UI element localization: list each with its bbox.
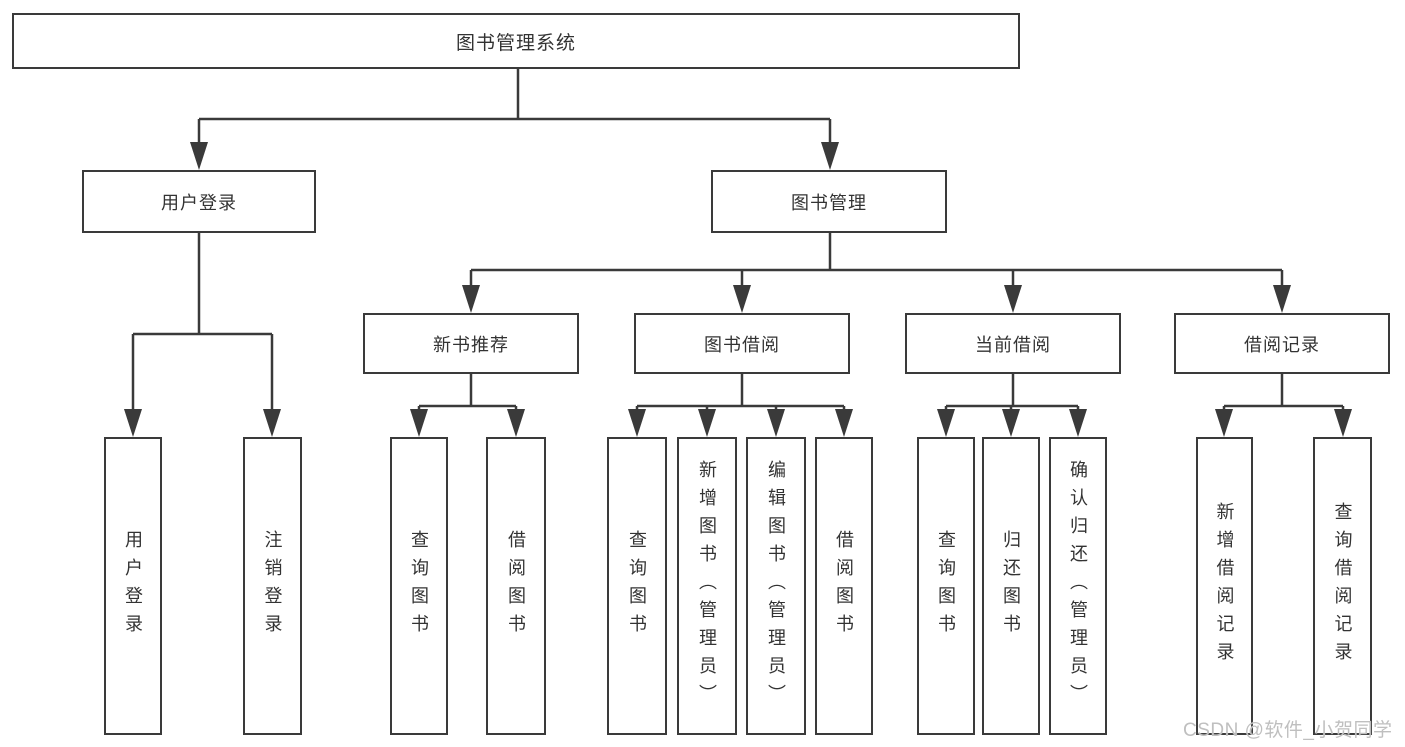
node-label: 图书借阅: [704, 334, 780, 355]
node-new-book-recommendation: 新书推荐: [363, 313, 579, 374]
node-label: 借阅图书: [834, 530, 854, 642]
node-label: 当前借阅: [975, 334, 1051, 355]
node-label: 图书管理: [791, 192, 867, 213]
node-label: 新增图书（管理员）: [697, 460, 717, 712]
node-label: 借阅图书: [506, 530, 526, 642]
csdn-watermark: CSDN @软件_小贺同学: [1183, 720, 1393, 741]
node-label: 借阅记录: [1244, 334, 1320, 355]
leaf-confirm-return-admin: 确认归还（管理员）: [1049, 437, 1107, 735]
node-library-management-system: 图书管理系统: [12, 13, 1020, 69]
leaf-query-borrow-record: 查询借阅记录: [1313, 437, 1372, 735]
node-label: 新增借阅记录: [1214, 502, 1235, 670]
node-label: 编辑图书（管理员）: [766, 460, 786, 712]
node-label: 查询图书: [936, 530, 956, 642]
node-label: 图书管理系统: [455, 32, 576, 54]
leaf-borrow-books-recommend: 借阅图书: [486, 437, 546, 735]
node-book-borrowing: 图书借阅: [634, 313, 850, 374]
node-label: 新书推荐: [433, 334, 509, 355]
node-label: 归还图书: [1001, 530, 1021, 642]
leaf-borrow-books: 借阅图书: [815, 437, 873, 735]
leaf-query-books-current: 查询图书: [917, 437, 975, 735]
leaf-logout: 注销登录: [243, 437, 302, 735]
node-label: 注销登录: [262, 530, 283, 642]
leaf-add-borrow-record: 新增借阅记录: [1196, 437, 1253, 735]
leaf-query-books-recommend: 查询图书: [390, 437, 448, 735]
leaf-add-book-admin: 新增图书（管理员）: [677, 437, 737, 735]
node-label: 用户登录: [123, 530, 143, 642]
node-label: 查询借阅记录: [1332, 502, 1353, 670]
leaf-user-login: 用户登录: [104, 437, 162, 735]
node-label: 用户登录: [161, 192, 237, 213]
leaf-return-book: 归还图书: [982, 437, 1040, 735]
node-borrowing-records: 借阅记录: [1174, 313, 1390, 374]
node-user-login: 用户登录: [82, 170, 316, 233]
node-label: 确认归还（管理员）: [1068, 460, 1088, 712]
leaf-edit-book-admin: 编辑图书（管理员）: [746, 437, 806, 735]
node-current-borrowing: 当前借阅: [905, 313, 1121, 374]
leaf-query-books-borrowing: 查询图书: [607, 437, 667, 735]
node-label: 查询图书: [627, 530, 647, 642]
node-label: 查询图书: [409, 530, 429, 642]
node-book-management: 图书管理: [711, 170, 947, 233]
